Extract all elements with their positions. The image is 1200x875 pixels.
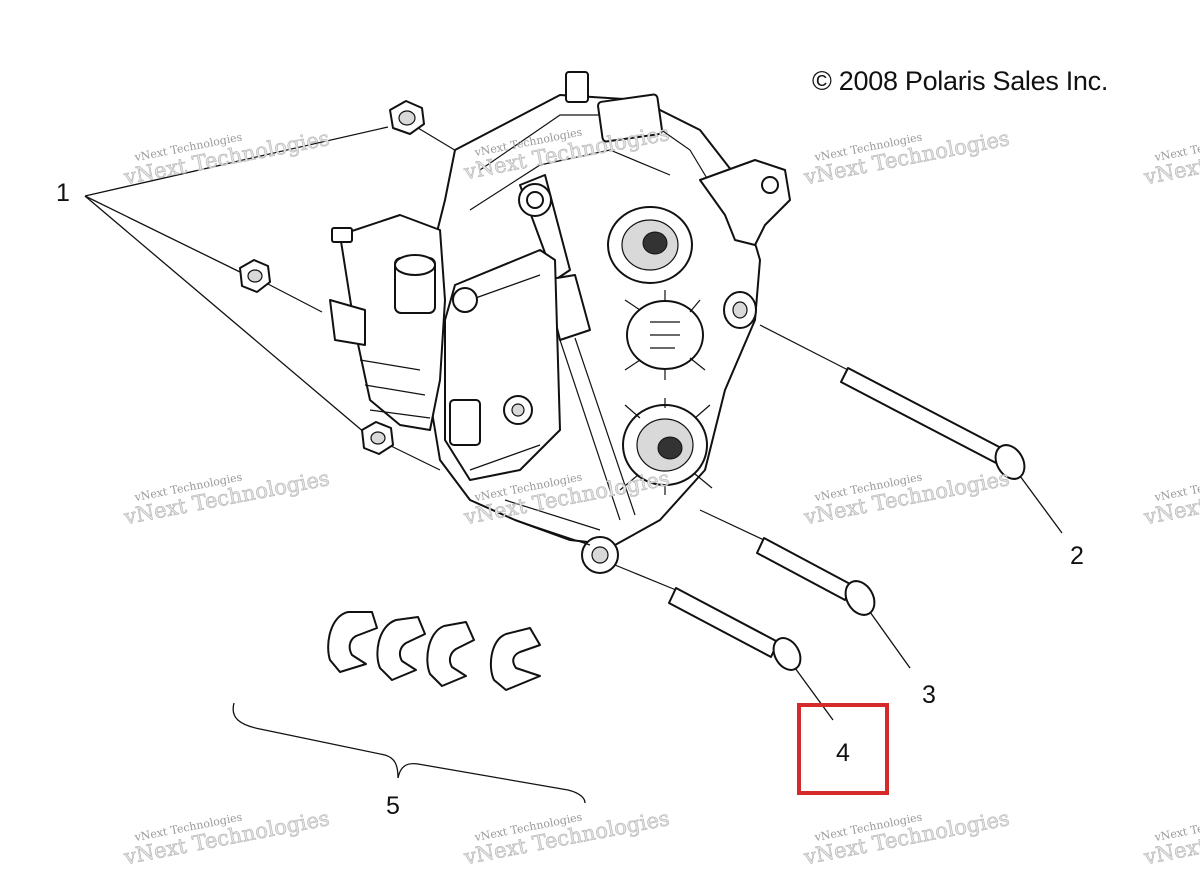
callout-1[interactable]: 1 — [56, 179, 70, 207]
flange-nut-bottom — [361, 421, 394, 455]
flange-nut-top — [389, 100, 425, 135]
callout-leaders — [794, 475, 1063, 721]
actuator-assembly — [329, 214, 446, 431]
lower-output-shaft — [619, 398, 713, 495]
callout-4[interactable]: 4 — [836, 739, 850, 767]
gearcase-housing — [329, 71, 791, 574]
bolt-4 — [614, 564, 802, 671]
copyright-text: © 2008 Polaris Sales Inc. — [812, 66, 1109, 96]
callout-3[interactable]: 3 — [922, 681, 936, 709]
callout-4-highlight-box — [797, 703, 889, 795]
bolt-3 — [699, 509, 876, 616]
callout-5[interactable]: 5 — [386, 792, 400, 820]
upper-output-shaft — [607, 206, 693, 284]
callout-2[interactable]: 2 — [1070, 542, 1084, 570]
callout-1-leaders — [84, 126, 389, 434]
flange-nut-middle — [239, 259, 271, 293]
bolt-2 — [759, 324, 1026, 480]
callout-5-brace — [232, 702, 586, 804]
center-gear-hub — [624, 290, 706, 380]
clip-set-5 — [327, 611, 541, 691]
